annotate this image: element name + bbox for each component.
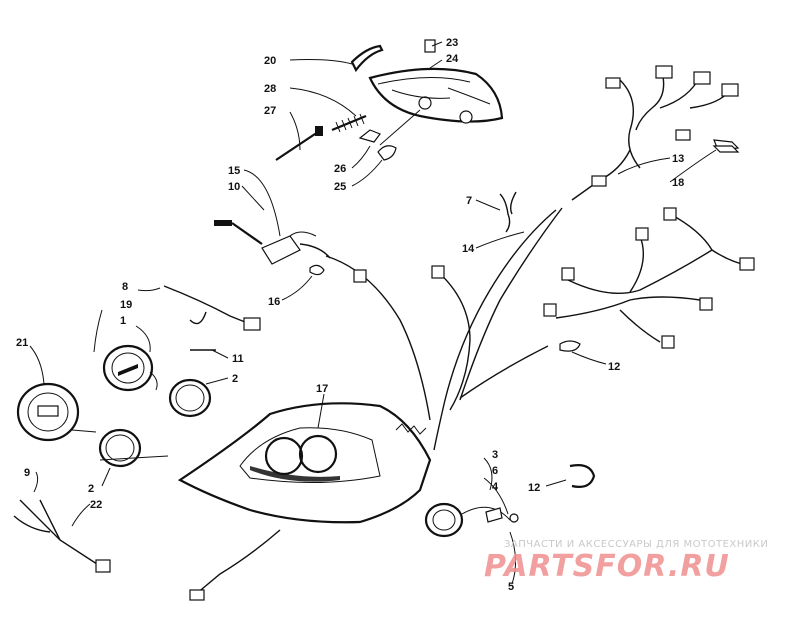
callout-12b: 12 bbox=[528, 482, 540, 494]
callout-7: 7 bbox=[466, 195, 472, 207]
tachometer-gauge bbox=[102, 344, 158, 392]
relay-bracket bbox=[214, 220, 331, 276]
callout-20: 20 bbox=[264, 55, 276, 67]
callout-15: 15 bbox=[228, 165, 240, 177]
callout-18: 18 bbox=[672, 177, 684, 189]
callout-8: 8 bbox=[122, 281, 128, 293]
callout-4: 4 bbox=[492, 481, 499, 493]
switch-connector bbox=[712, 145, 740, 153]
leader-lines bbox=[29, 41, 717, 585]
callout-11: 11 bbox=[232, 353, 244, 365]
dash-console bbox=[99, 402, 432, 601]
callout-28: 28 bbox=[264, 83, 276, 95]
callout-27: 27 bbox=[264, 105, 276, 117]
upper-wiring-harness bbox=[571, 65, 740, 201]
watermark-tagline: ЗАПЧАСТИ И АКСЕССУАРЫ ДЛЯ МОТОТЕХНИКИ bbox=[504, 539, 768, 550]
speedometer-bezel-ring bbox=[98, 428, 142, 468]
main-wiring-harness bbox=[325, 191, 563, 451]
callout-6: 6 bbox=[492, 465, 498, 477]
callout-2a: 2 bbox=[232, 373, 238, 385]
callout-12a: 12 bbox=[608, 361, 620, 373]
callout-19: 19 bbox=[120, 299, 132, 311]
watermark-brand: PARTSFOR.RU bbox=[484, 549, 730, 584]
callout-2b: 2 bbox=[88, 483, 94, 495]
callout-26: 26 bbox=[334, 163, 346, 175]
callout-22: 22 bbox=[90, 499, 102, 511]
callout-24: 24 bbox=[446, 53, 459, 65]
watermark: ЗАПЧАСТИ И АКСЕССУАРЫ ДЛЯ МОТОТЕХНИКИ PA… bbox=[484, 539, 768, 584]
retaining-clip bbox=[569, 464, 596, 488]
headlight-screw-set bbox=[275, 109, 421, 161]
headlight-assembly bbox=[350, 39, 504, 124]
callout-5: 5 bbox=[508, 581, 514, 593]
tachometer-bezel-ring bbox=[168, 378, 212, 418]
callout-14: 14 bbox=[462, 243, 475, 255]
speedometer-gauge bbox=[16, 382, 97, 442]
callout-21: 21 bbox=[16, 337, 28, 349]
callout-13: 13 bbox=[672, 153, 684, 165]
callout-labels: 1 2 2 3 4 5 6 7 8 9 10 11 12 12 13 14 15… bbox=[16, 37, 684, 593]
callout-25: 25 bbox=[334, 181, 346, 193]
gauge-wiring bbox=[13, 285, 261, 573]
callout-1: 1 bbox=[120, 315, 126, 327]
callout-10: 10 bbox=[228, 181, 240, 193]
callout-16: 16 bbox=[268, 296, 280, 308]
callout-23: 23 bbox=[446, 37, 458, 49]
callout-3: 3 bbox=[492, 449, 498, 461]
callout-17: 17 bbox=[316, 383, 328, 395]
fuel-gauge bbox=[424, 502, 519, 538]
callout-9: 9 bbox=[24, 467, 30, 479]
accessory-harness bbox=[543, 207, 755, 352]
